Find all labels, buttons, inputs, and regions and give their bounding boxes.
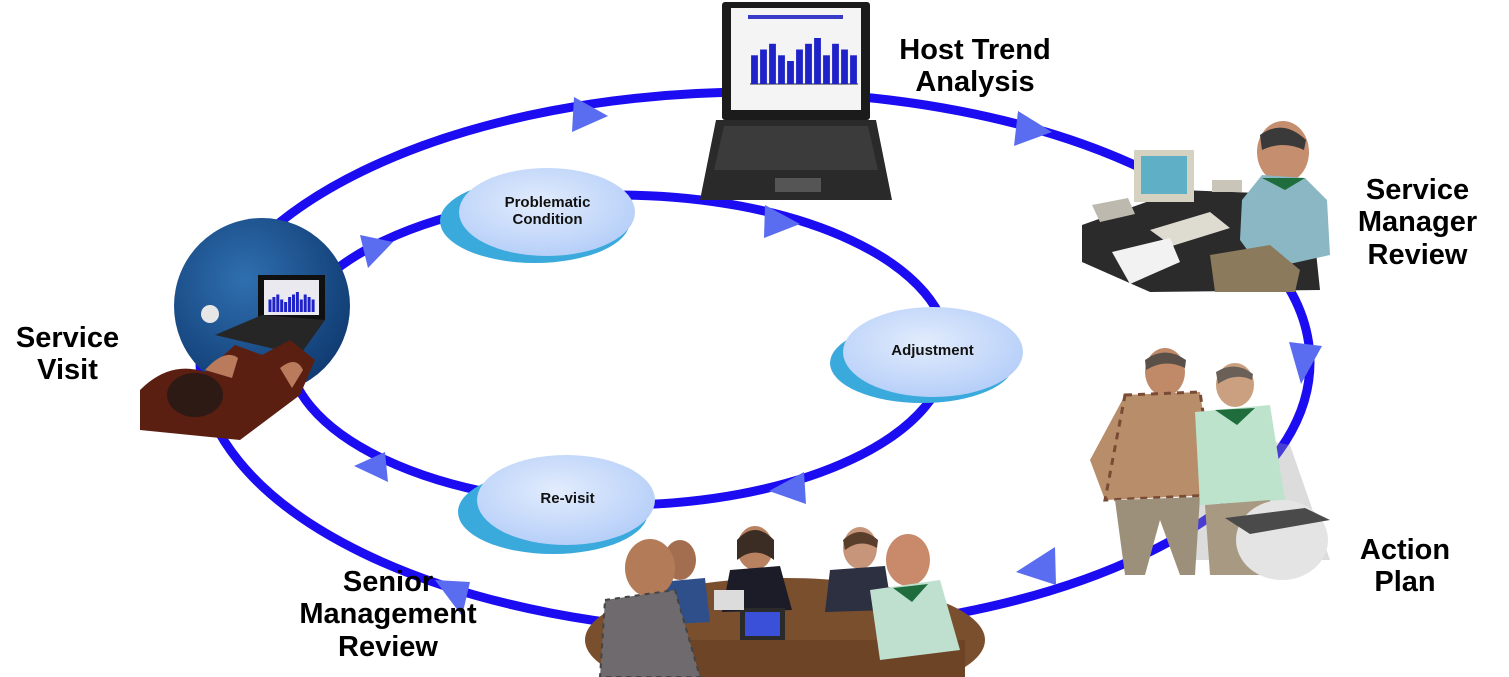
chart-bar bbox=[268, 299, 272, 312]
chart-bar bbox=[796, 49, 803, 84]
label-senior-management-review: Senior Management Review bbox=[299, 566, 477, 663]
laptop-chart-bars bbox=[751, 38, 857, 85]
arrow-icon bbox=[1014, 111, 1052, 146]
chart-bar bbox=[769, 43, 776, 85]
chart-bar bbox=[284, 302, 288, 312]
revisit-bubble bbox=[458, 455, 655, 554]
chart-bar bbox=[778, 55, 785, 85]
chart-bar bbox=[272, 297, 276, 312]
chart-bar bbox=[841, 49, 848, 84]
senior-management-photo bbox=[585, 526, 985, 677]
chart-bar bbox=[823, 55, 830, 85]
chart-bar bbox=[288, 297, 292, 312]
chart-bar bbox=[280, 299, 284, 312]
arrow-icon bbox=[764, 205, 800, 238]
chart-bar bbox=[307, 297, 311, 312]
label-problematic-condition: Problematic Condition bbox=[504, 194, 591, 228]
arrow-icon bbox=[572, 97, 608, 132]
chart-bar bbox=[292, 294, 295, 312]
label-service-manager-review: Service Manager Review bbox=[1357, 174, 1478, 271]
chart-bar bbox=[814, 38, 821, 84]
chart-bar bbox=[311, 299, 315, 312]
chart-bar bbox=[295, 292, 299, 312]
chart-bar bbox=[751, 55, 758, 85]
chart-bar bbox=[850, 55, 857, 85]
chart-bar bbox=[832, 43, 839, 85]
chart-bar bbox=[299, 299, 303, 312]
chart-bar bbox=[760, 49, 767, 84]
arrow-icon bbox=[1289, 342, 1322, 384]
arrow-icon bbox=[435, 580, 470, 616]
action-plan-photo bbox=[1090, 348, 1330, 580]
chart-bar bbox=[805, 43, 812, 85]
tablet-chart-bars bbox=[268, 292, 315, 312]
label-revisit: Re-visit bbox=[540, 490, 595, 507]
problematic-condition-bubble bbox=[440, 168, 635, 263]
outer-arrow-heads bbox=[435, 97, 1322, 616]
label-action-plan: Action Plan bbox=[1359, 534, 1451, 599]
label-adjustment: Adjustment bbox=[891, 342, 974, 359]
arrow-icon bbox=[1016, 547, 1056, 585]
service-visit-photo bbox=[140, 218, 350, 440]
chart-bar bbox=[276, 294, 280, 312]
label-host-trend-analysis: Host Trend Analysis bbox=[899, 34, 1051, 99]
chart-bar bbox=[303, 294, 307, 312]
adjustment-bubble bbox=[830, 307, 1023, 403]
chart-bar bbox=[787, 61, 794, 84]
label-service-visit: Service Visit bbox=[15, 322, 120, 387]
service-manager-photo bbox=[1082, 121, 1330, 292]
arrow-icon bbox=[354, 452, 388, 482]
laptop-image bbox=[700, 2, 892, 200]
arrow-icon bbox=[769, 472, 806, 504]
inner-arrow-heads bbox=[354, 205, 806, 504]
arrow-icon bbox=[360, 235, 393, 268]
